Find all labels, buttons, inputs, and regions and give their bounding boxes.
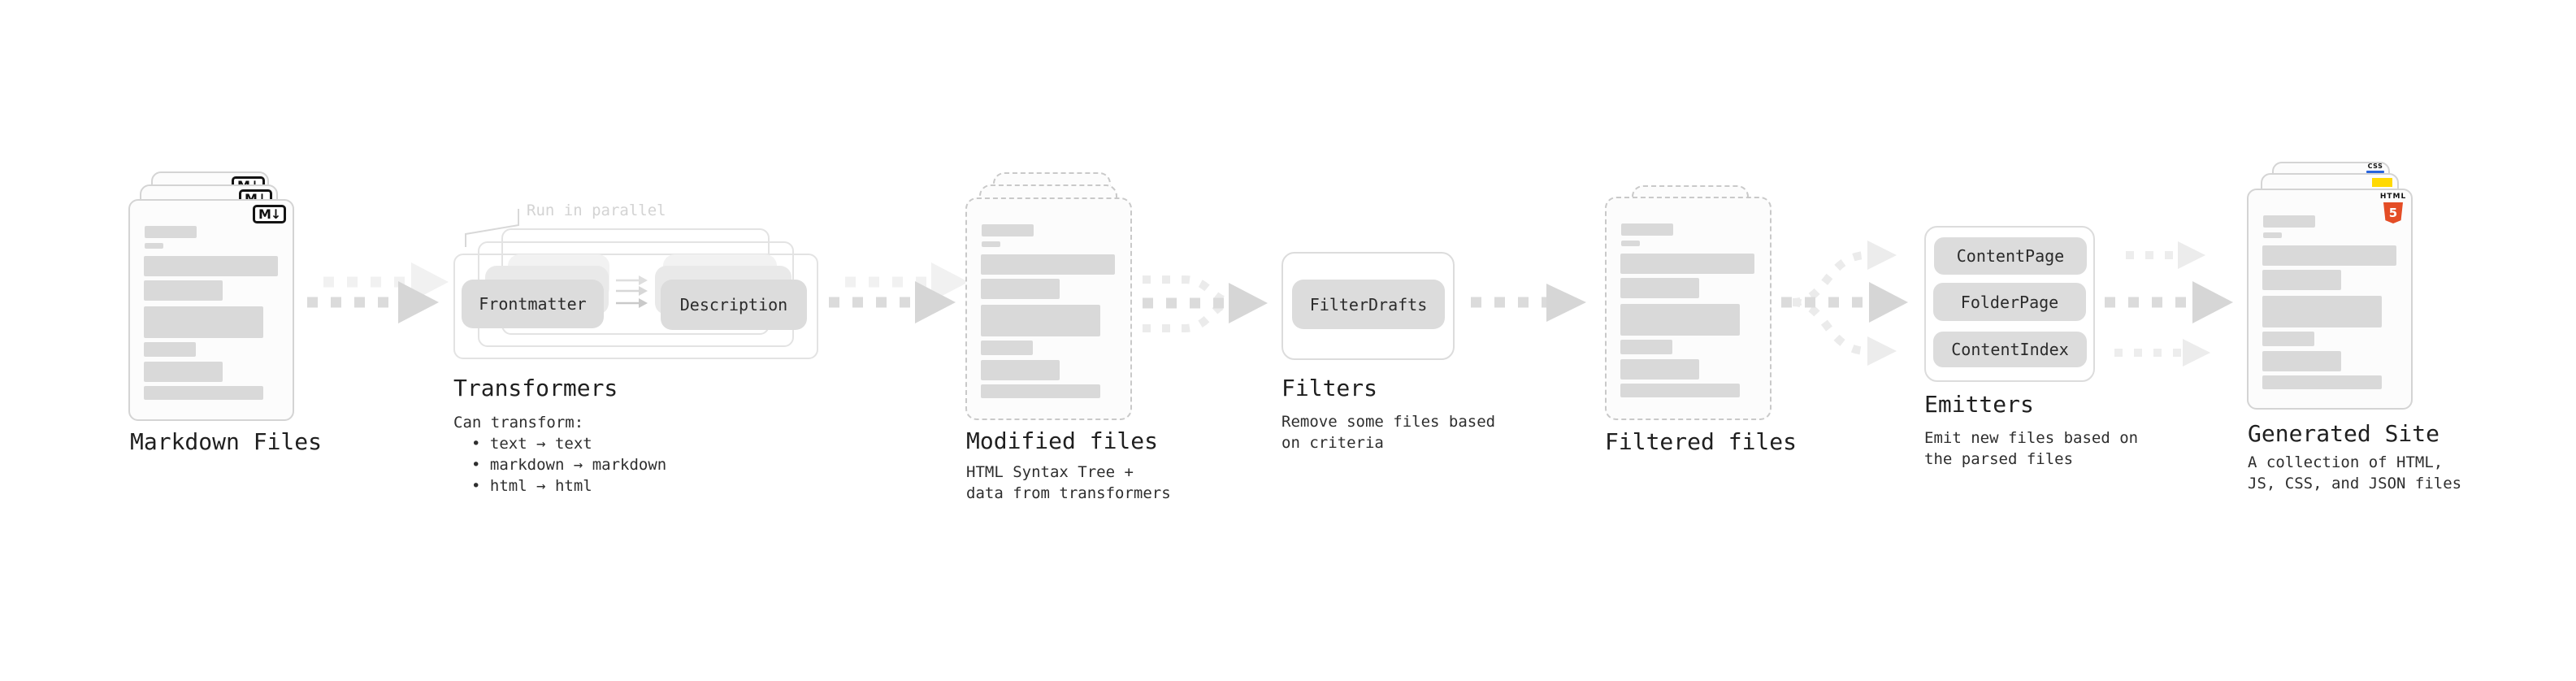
placeholder-bar (981, 305, 1100, 336)
js-icon (2372, 178, 2392, 187)
emitter-chip-folderpage: FolderPage (1933, 283, 2086, 321)
placeholder-bar (2263, 232, 2282, 238)
placeholder-bar (1621, 223, 1673, 236)
placeholder-bar (2262, 375, 2382, 389)
stage-description: Remove some files based on criteria (1281, 413, 1496, 452)
placeholder-bar (981, 254, 1115, 275)
note-bullet: • markdown → markdown (471, 456, 667, 474)
transformer-chip-frontmatter: Frontmatter (462, 280, 604, 328)
placeholder-bar (981, 360, 1060, 380)
placeholder-bar (2262, 332, 2314, 346)
note-heading: Can transform: (453, 414, 584, 432)
placeholder-bar (1620, 340, 1672, 354)
placeholder-bar (144, 342, 196, 357)
css-icon: CSS (2366, 163, 2384, 173)
stage-description: Can transform: • text → text • markdown … (453, 412, 666, 497)
placeholder-bar (2262, 351, 2341, 371)
placeholder-bar (145, 226, 197, 238)
emitter-chip-contentpage: ContentPage (1934, 237, 2087, 275)
file-card (128, 199, 294, 421)
arrow-modified-to-filters (1143, 275, 1268, 332)
placeholder-bar (1620, 278, 1699, 298)
file-card (965, 197, 1132, 420)
placeholder-bar (144, 386, 263, 400)
placeholder-bar (982, 224, 1034, 236)
placeholder-bar (981, 279, 1060, 299)
placeholder-bar (1620, 304, 1740, 336)
placeholder-bar (1620, 254, 1754, 274)
placeholder-bar (144, 280, 223, 301)
stage-title: Emitters (1924, 391, 2034, 418)
filter-chip-filterdrafts: FilterDrafts (1292, 280, 1445, 329)
stage-title: Filters (1281, 375, 1378, 401)
placeholder-bar (982, 241, 1000, 247)
arrow-transformers-to-modified (829, 262, 969, 323)
file-card (1605, 197, 1772, 420)
transformer-row-box (453, 254, 818, 359)
note-bullet: • html → html (471, 477, 592, 495)
placeholder-bar (2262, 296, 2382, 327)
html5-icon: HTML 5 (2376, 193, 2410, 223)
placeholder-bar (144, 306, 263, 338)
placeholder-bar (981, 340, 1033, 355)
placeholder-bar (1621, 241, 1640, 246)
arrow-filtered-to-emitters (1781, 241, 1908, 366)
arrow-markdown-to-transformers (307, 262, 449, 323)
placeholder-bar (981, 384, 1100, 398)
stage-description: A collection of HTML, JS, CSS, and JSON … (2248, 453, 2462, 492)
stage-title: Markdown Files (130, 428, 323, 455)
placeholder-bar (1620, 359, 1699, 380)
arrow-filters-to-filtered (1471, 284, 1586, 322)
placeholder-bar (145, 243, 163, 249)
arrow-emitters-to-generated (2105, 241, 2233, 367)
stage-description: Emit new files based on the parsed files (1924, 429, 2139, 468)
stage-title: Transformers (453, 375, 618, 401)
stage-title: Generated Site (2248, 420, 2440, 447)
placeholder-bar (144, 256, 278, 276)
run-in-parallel-label: Run in parallel (527, 202, 666, 219)
placeholder-bar (1620, 384, 1740, 397)
stage-title: Modified files (966, 427, 1159, 454)
transformer-chip-description: Description (661, 280, 807, 330)
note-bullet: • text → text (471, 435, 592, 453)
file-card (2247, 189, 2413, 410)
stage-description: HTML Syntax Tree + data from transformer… (966, 463, 1171, 502)
emitter-chip-contentindex: ContentIndex (1933, 332, 2087, 367)
placeholder-bar (2262, 270, 2341, 290)
stage-title: Filtered files (1605, 428, 1798, 455)
placeholder-bar (144, 362, 223, 382)
markdown-icon: M↓ (253, 205, 287, 223)
placeholder-bar (2262, 245, 2396, 266)
placeholder-bar (2263, 215, 2315, 228)
